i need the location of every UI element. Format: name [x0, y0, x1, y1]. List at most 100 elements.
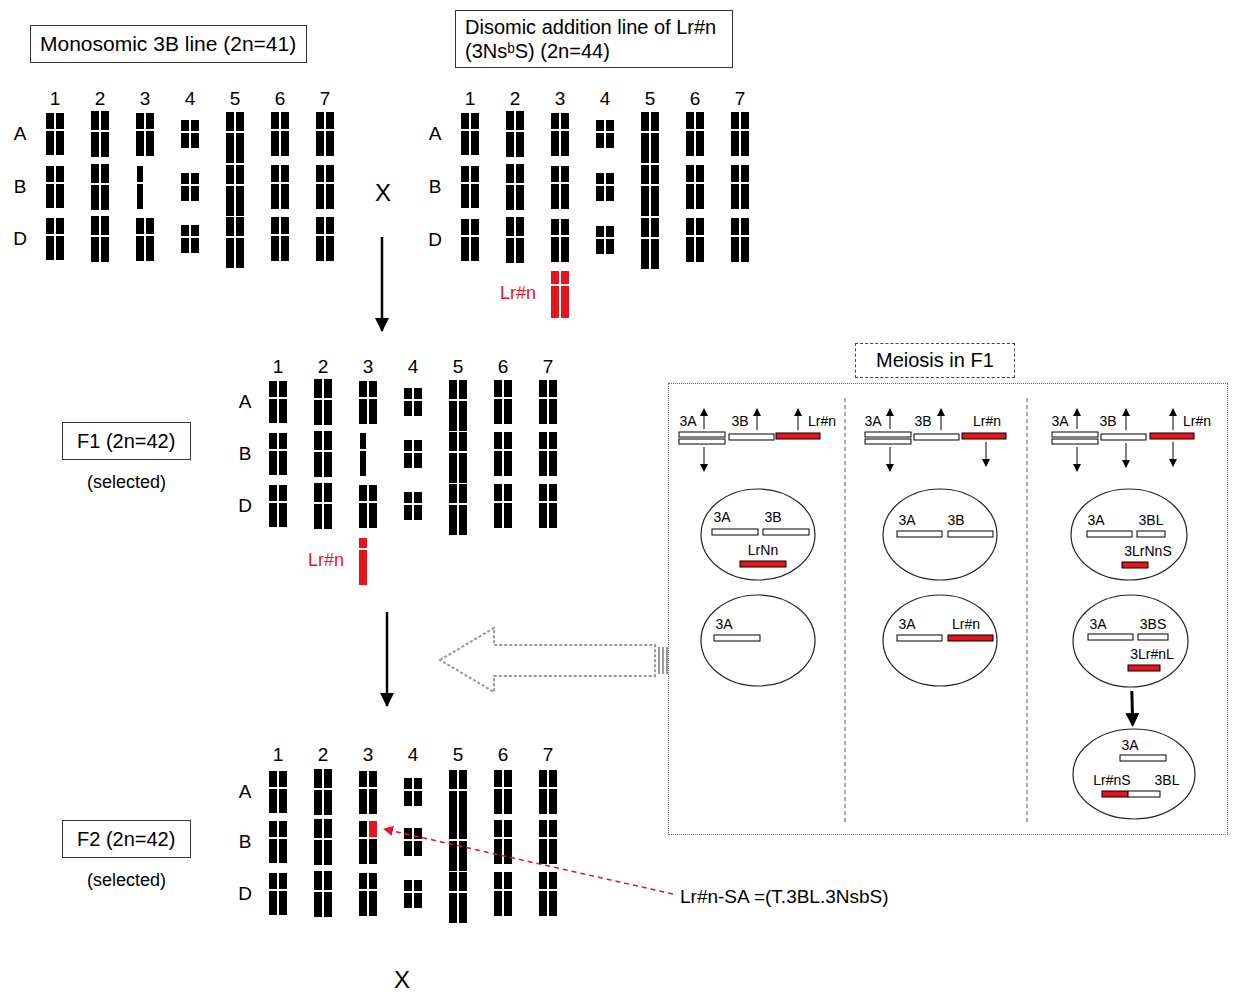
chromosome-label: 3A: [715, 616, 732, 632]
meiosis-cell: 3ALr#nS3BL: [1072, 728, 1196, 820]
block-arrow: [662, 647, 664, 674]
meiosis-chromosome: [865, 439, 911, 444]
karyotype-monosomic: [45, 111, 335, 268]
karyotype-f2: [268, 769, 558, 821]
chromosome-number: 1: [273, 356, 284, 378]
segregation-arrow: [704, 447, 705, 471]
meiosis-chromosome: [776, 433, 820, 439]
meiosis-chromosome: [1150, 433, 1194, 439]
chromosome-number: 7: [543, 744, 554, 766]
genome-label: B: [429, 176, 442, 198]
segregation-arrow: [1126, 409, 1127, 430]
karyotype-addition: [550, 284, 570, 286]
chromosome-number: 5: [230, 88, 241, 110]
chromosome-number: 5: [453, 356, 464, 378]
karyotype-monosomic: [135, 113, 155, 156]
karyotype-f2: [358, 821, 378, 864]
chromosome-label: 3A: [898, 512, 915, 528]
segregation-arrow: [1077, 409, 1078, 429]
meiosis-chromosome: [1101, 434, 1146, 440]
chromosome-label: 3Lr#nL: [1130, 646, 1174, 662]
karyotype-monosomic: [135, 218, 155, 261]
meiosis-chromosome: [729, 434, 774, 440]
cross-arrow: [386, 612, 389, 706]
chromosome-label: 3BS: [1140, 616, 1166, 632]
chromosome-label: 3A: [1087, 512, 1104, 528]
box-note: (selected): [87, 472, 166, 493]
cell-outline: [883, 595, 997, 686]
segregation-arrow: [704, 409, 705, 429]
meiosis-chromosome: [1137, 531, 1165, 537]
chromosome-number: 6: [690, 88, 701, 110]
segregation-arrow: [986, 442, 987, 466]
chromosome-label: 3B: [764, 509, 781, 525]
alien-chromosome-label: Lr#n: [500, 283, 536, 304]
block-arrow: [440, 628, 655, 692]
cell-outline: [1073, 595, 1188, 687]
genome-label: A: [239, 781, 252, 803]
chromosome-number: 4: [185, 88, 196, 110]
karyotype-monosomic: [136, 166, 144, 209]
meiosis-chromosome: [1102, 791, 1128, 797]
meiosis-chromosome: [1120, 755, 1166, 761]
cell-outline: [1072, 594, 1189, 688]
karyotype-addition: [561, 271, 569, 318]
chromosome-number: 4: [408, 744, 419, 766]
box-title: Monosomic 3B line (2n=41): [40, 31, 296, 56]
karyotype-monosomic: [45, 111, 335, 163]
segregation-arrow: [798, 409, 799, 430]
cell-outline: [701, 595, 815, 686]
label-box: Disomic addition line of Lr#n (3NsᵇS) (2…: [455, 10, 733, 68]
karyotype-f2: [358, 873, 378, 916]
chromosome-label: 3LrNnS: [1124, 543, 1171, 559]
chromosome-number: 3: [363, 356, 374, 378]
meiosis-chromosome: [1087, 531, 1132, 537]
chromosome-number: 6: [498, 356, 509, 378]
cell-outline: [1071, 489, 1187, 580]
genome-label: A: [239, 391, 252, 413]
cell-outline: [701, 489, 815, 580]
chromosome-number: 7: [735, 88, 746, 110]
meiosis-cell: 3A3B: [882, 488, 998, 581]
meiosis-chromosome: [897, 635, 942, 641]
genome-label: B: [14, 176, 27, 198]
karyotype-addition: [550, 113, 570, 156]
genome-label: D: [13, 228, 27, 250]
meiosis-chromosome: [914, 434, 959, 440]
chromosome-number: 5: [453, 744, 464, 766]
karyotype-addition: [460, 217, 750, 269]
segregation-arrow: [1077, 447, 1078, 471]
cell-outline: [700, 488, 816, 581]
chromosome-number: 3: [555, 88, 566, 110]
alien-chromosome-label: Lr#n: [308, 550, 344, 571]
segregation-arrow: [1126, 443, 1127, 467]
meiosis-cell: 3ALr#n: [882, 594, 998, 687]
chromosome-number: 6: [498, 744, 509, 766]
box-title: F1 (2n=42): [77, 429, 175, 453]
column-divider: [1027, 398, 1028, 825]
meiosis-chromosome: [1052, 439, 1098, 444]
chromosome-number: 1: [273, 744, 284, 766]
chromosome-label: 3A: [679, 413, 696, 429]
chromosome-number: 7: [320, 88, 331, 110]
meiosis-cell: 3A: [700, 594, 816, 687]
chromosome-label: 3A: [864, 413, 881, 429]
chromosome-number: 2: [95, 88, 106, 110]
meiosis-chromosome: [948, 635, 993, 641]
cell-outline: [882, 488, 998, 581]
chromosome-label: 3B: [914, 413, 931, 429]
meiosis-cell: 3A3BLrNn: [700, 488, 816, 581]
segregation-arrow: [1173, 442, 1174, 466]
meiosis-chromosome: [1128, 665, 1160, 671]
karyotype-f1: [268, 379, 558, 431]
karyotype-f1: [359, 433, 367, 476]
genome-label: D: [238, 495, 252, 517]
leader-line: [384, 829, 673, 894]
label-box: F1 (2n=42)(selected): [62, 422, 191, 460]
chromosome-number: 2: [318, 356, 329, 378]
segregation-arrow: [704, 409, 1173, 471]
leader-line: [384, 829, 673, 894]
column-divider: [845, 398, 1027, 825]
karyotype-f2: [358, 771, 378, 814]
